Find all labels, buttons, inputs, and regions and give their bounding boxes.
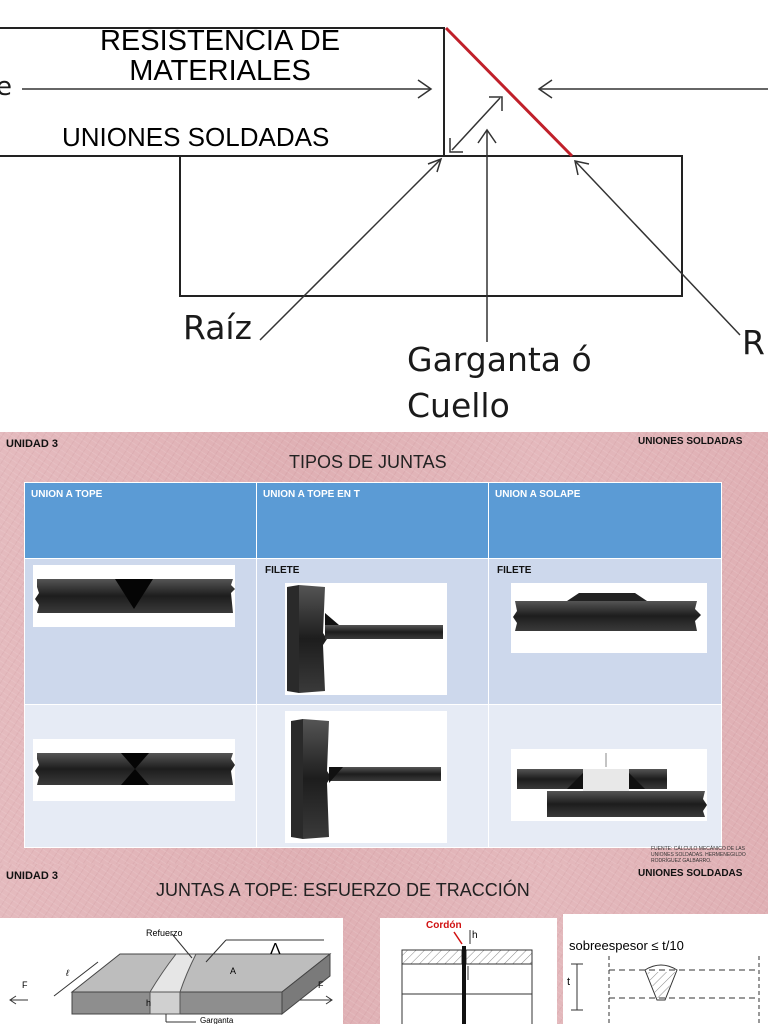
topic-label: UNIONES SOLDADAS (638, 868, 743, 879)
source-note: FUENTE: CÁLCULO MECÁNICO DE LAS UNIONES … (651, 846, 746, 864)
label-force-right: F (318, 980, 324, 990)
slide-title: JUNTAS A TOPE: ESFUERZO DE TRACCIÓN (156, 880, 530, 900)
slide-juntas-a-tope: UNIDAD 3 UNIONES SOLDADAS JUNTAS A TOPE:… (0, 864, 768, 1024)
label-sobreespesor: sobreespesor ≤ t/10 (569, 938, 684, 953)
slide-title: RESISTENCIA DE MATERIALES (70, 26, 370, 86)
unit-label: UNIDAD 3 (6, 438, 58, 450)
lap-joint-fillet-image (511, 583, 707, 653)
label-garganta: Garganta ó (407, 340, 592, 379)
column-header: UNION A SOLAPE (488, 482, 722, 559)
label-t: t (567, 976, 571, 988)
joint-types-table: UNION A TOPE UNION A TOPE EN T UNION A S… (24, 482, 722, 848)
label-cordon: Cordón (426, 920, 462, 931)
table-row (24, 704, 722, 848)
title-line-1: RESISTENCIA DE (99, 25, 341, 57)
butt-weld-3d-figure: Λ Refuerzo A h Garganta F F ℓ (0, 918, 343, 1024)
table-row: FILETE FILETE (24, 558, 722, 705)
cordon-section-figure: Cordón h (380, 918, 557, 1024)
cell-label-filete: FILETE (497, 565, 532, 576)
slide-tipos-de-juntas: UNIDAD 3 UNIONES SOLDADAS TIPOS DE JUNTA… (0, 432, 768, 864)
label-left-cut: e (0, 72, 12, 102)
table-cell (488, 704, 722, 848)
label-garganta: Garganta (200, 1016, 234, 1024)
table-cell (24, 704, 257, 848)
label-length: ℓ (66, 968, 69, 978)
svg-text:Λ: Λ (270, 941, 281, 958)
unit-label: UNIDAD 3 (6, 870, 58, 882)
label-h: h (472, 930, 478, 941)
table-cell (24, 558, 257, 705)
t-joint-image (285, 711, 447, 843)
slide-weld-diagram: RESISTENCIA DE MATERIALES UNIONES SOLDAD… (0, 0, 768, 432)
t-joint-fillet-image (285, 583, 447, 695)
label-raiz: Raíz (183, 308, 252, 347)
label-a: A (230, 966, 237, 976)
butt-x-weld-image (33, 739, 235, 801)
table-cell: FILETE (488, 558, 722, 705)
label-cuello: Cuello (407, 386, 510, 425)
slide-subtitle: UNIONES SOLDADAS (62, 122, 330, 152)
label-right-cut: R (742, 323, 765, 362)
sobreespesor-figure: sobreespesor ≤ t/10 t (563, 914, 768, 1024)
fillet-weld-diagram (0, 26, 768, 342)
table-cell: FILETE (256, 558, 489, 705)
column-header: UNION A TOPE (24, 482, 257, 559)
label-refuerzo: Refuerzo (146, 928, 183, 938)
column-header: UNION A TOPE EN T (256, 482, 489, 559)
butt-v-weld-image (33, 565, 235, 627)
label-force-left: F (22, 980, 28, 990)
lap-joint-image (511, 749, 707, 821)
cell-label-filete: FILETE (265, 565, 300, 576)
label-h: h (146, 998, 152, 1008)
topic-label: UNIONES SOLDADAS (638, 436, 743, 447)
table-header-row: UNION A TOPE UNION A TOPE EN T UNION A S… (24, 482, 722, 559)
title-line-2: MATERIALES (129, 55, 311, 87)
slide-title: TIPOS DE JUNTAS (289, 452, 447, 472)
table-cell (256, 704, 489, 848)
